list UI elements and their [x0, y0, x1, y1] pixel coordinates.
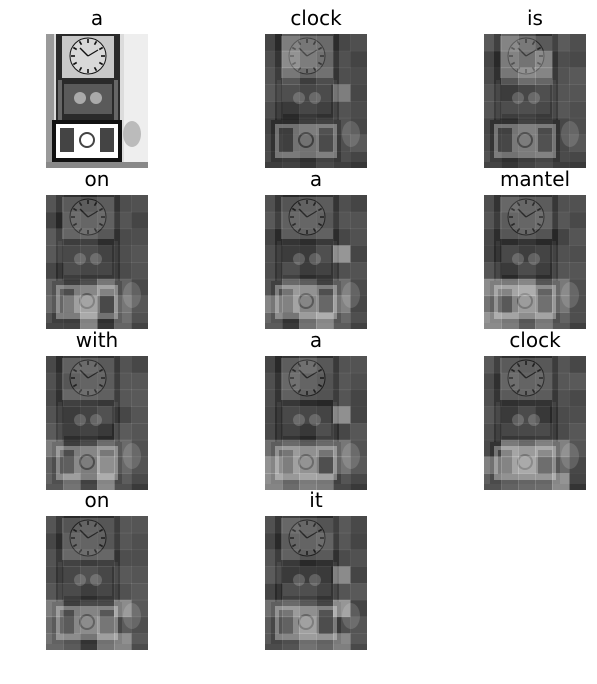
panel-word: a — [309, 167, 323, 191]
attention-image — [46, 34, 148, 168]
panel-word: clock — [290, 6, 342, 30]
panel-word: a — [309, 328, 323, 352]
attention-panel: is — [484, 6, 586, 168]
panel-word: with — [75, 328, 119, 352]
attention-image — [46, 195, 148, 329]
attention-panel: a — [265, 328, 367, 490]
attention-image — [484, 34, 586, 168]
attention-panel: clock — [484, 328, 586, 490]
attention-panel: a — [46, 6, 148, 168]
attention-panel: it — [265, 488, 367, 650]
panel-word: clock — [509, 328, 561, 352]
panel-word: on — [84, 488, 110, 512]
panel-word: it — [309, 488, 323, 512]
attention-panel: on — [46, 488, 148, 650]
attention-image — [265, 195, 367, 329]
attention-image — [46, 516, 148, 650]
panel-word: on — [84, 167, 110, 191]
attention-panel: a — [265, 167, 367, 329]
attention-panel: mantel — [484, 167, 586, 329]
attention-image — [46, 356, 148, 490]
attention-image — [484, 195, 586, 329]
panel-word: is — [527, 6, 543, 30]
panel-word: mantel — [499, 167, 571, 191]
panel-word: a — [90, 6, 104, 30]
attention-image — [265, 356, 367, 490]
attention-panel: on — [46, 167, 148, 329]
attention-panel: clock — [265, 6, 367, 168]
attention-image — [265, 516, 367, 650]
attention-image — [484, 356, 586, 490]
attention-panel: with — [46, 328, 148, 490]
attention-image — [265, 34, 367, 168]
